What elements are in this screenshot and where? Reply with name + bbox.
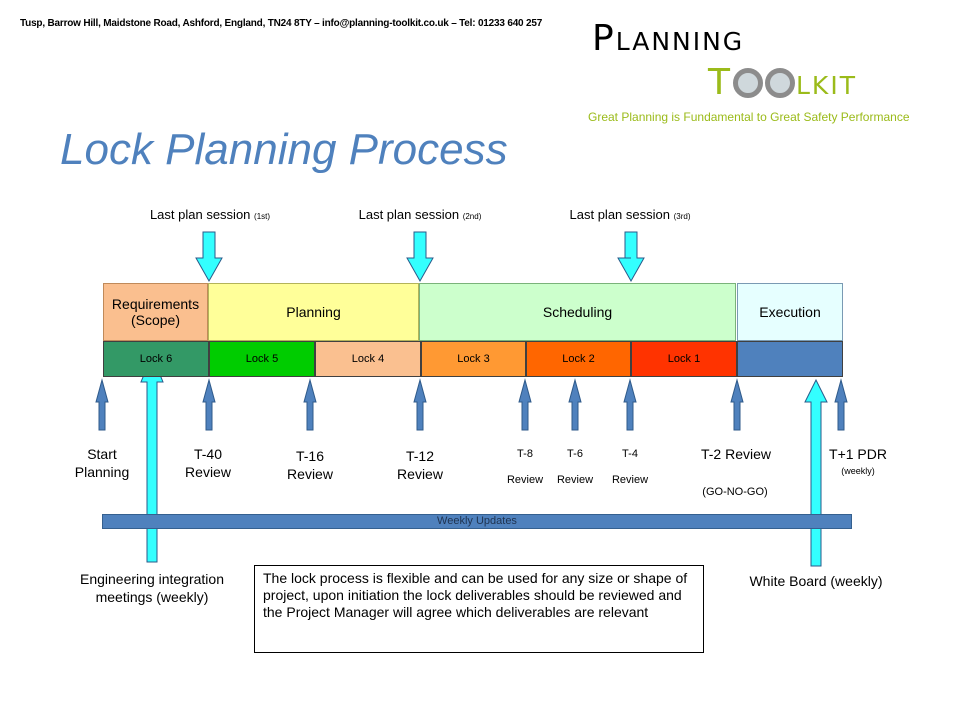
logo-toolkit: T lkit <box>708 62 857 103</box>
lock-3: Lock 3 <box>421 341 526 377</box>
session-arrow-2 <box>406 231 434 283</box>
session-label-2: Last plan session (2nd) <box>358 207 482 222</box>
lock-execution <box>737 341 843 377</box>
label-t40: T-40 Review <box>185 446 231 480</box>
label-start-planning: Start Planning <box>74 446 130 480</box>
arrow-engineering <box>140 353 164 563</box>
logo-t: T <box>708 62 732 103</box>
session-arrow-1 <box>195 231 223 283</box>
session-arrow-3 <box>617 231 645 283</box>
contact-line: Tusp, Barrow Hill, Maidstone Road, Ashfo… <box>20 18 543 29</box>
page-title: Lock Planning Process <box>60 125 508 174</box>
arrow-start <box>95 378 109 431</box>
arrow-t2 <box>730 378 744 431</box>
lock-5: Lock 5 <box>209 341 315 377</box>
arrow-t12 <box>413 378 427 431</box>
label-whiteboard: White Board (weekly) <box>749 573 883 589</box>
gear-icon <box>765 67 795 98</box>
label-t6-top: T-6 <box>567 448 583 460</box>
label-t12: T-12 Review <box>397 448 443 482</box>
label-t1: T+1 PDR <box>829 446 887 462</box>
phase-scheduling: Scheduling <box>419 283 736 341</box>
phase-planning: Planning <box>208 283 419 341</box>
logo-planning: Planning <box>592 18 745 59</box>
label-t16: T-16 Review <box>287 448 333 482</box>
lock-1: Lock 1 <box>631 341 737 377</box>
label-t2: T-2 Review <box>700 446 772 462</box>
phase-requirements: Requirements (Scope) <box>103 283 208 341</box>
arrow-t6 <box>568 378 582 431</box>
label-t8-top: T-8 <box>517 448 533 460</box>
arrow-t1 <box>834 378 848 431</box>
lock-2: Lock 2 <box>526 341 631 377</box>
arrow-whiteboard <box>804 378 828 567</box>
label-t6-bottom: Review <box>556 474 594 486</box>
arrow-t4 <box>623 378 637 431</box>
label-engineering: Engineering integration meetings (weekly… <box>80 571 224 605</box>
lock-4: Lock 4 <box>315 341 421 377</box>
logo-lkit: lkit <box>796 62 857 103</box>
label-t4-bottom: Review <box>611 474 649 486</box>
label-t8-bottom: Review <box>506 474 544 486</box>
arrow-t16 <box>303 378 317 431</box>
gear-icon <box>733 67 763 98</box>
label-t1-sub: (weekly) <box>841 466 875 476</box>
tagline: Great Planning is Fundamental to Great S… <box>588 110 910 124</box>
phase-execution: Execution <box>737 283 843 341</box>
label-t4-top: T-4 <box>622 448 638 460</box>
arrow-t40 <box>202 378 216 431</box>
weekly-updates-bar: Weekly Updates <box>102 514 852 529</box>
label-t2-sub: (GO-NO-GO) <box>702 486 768 498</box>
arrow-t8 <box>518 378 532 431</box>
note-box: The lock process is flexible and can be … <box>254 565 704 653</box>
session-label-1: Last plan session (1st) <box>149 207 271 222</box>
session-label-3: Last plan session (3rd) <box>569 207 691 222</box>
lock-6: Lock 6 <box>103 341 209 377</box>
